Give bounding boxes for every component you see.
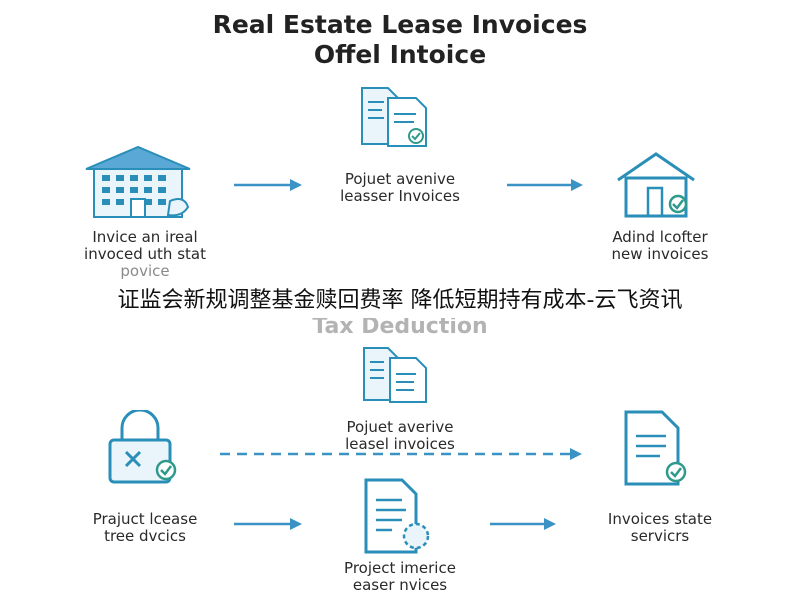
document-check-icon <box>624 410 687 486</box>
label-line: leasel invoices <box>345 435 455 453</box>
label-line: invoced uth stat <box>84 245 206 263</box>
overlay-banner: 证监会新规调整基金赎回费率 降低短期持有成本-云飞资讯 <box>0 284 800 318</box>
label-line: Project imerice <box>344 559 456 577</box>
label-line: Pojuet averive <box>346 418 454 436</box>
house-icon <box>617 152 695 218</box>
arrow-right-icon <box>490 518 556 530</box>
document-stamp-icon <box>364 478 430 554</box>
documents-icon <box>361 87 427 147</box>
building-label: Invice an ireal invoced uth stat povice <box>60 229 230 280</box>
label-line: new invoices <box>611 245 709 263</box>
label-line: povice <box>120 262 170 280</box>
arrow-right-icon <box>234 179 302 191</box>
label-line: leasser Invoices <box>340 187 460 205</box>
page-subtitle: Offel Intoice <box>313 40 487 69</box>
label-line: Adind lcofter <box>612 228 708 246</box>
documents-icon <box>363 347 427 403</box>
section-label: Tax Deduction <box>312 314 488 339</box>
label-line: easer nvices <box>352 576 448 594</box>
house-label: Adind lcofter new invoices <box>580 229 740 263</box>
label-line: tree dvcics <box>104 527 186 545</box>
padlock-icon <box>108 410 177 484</box>
arrow-right-icon <box>234 518 302 530</box>
building-icon <box>85 145 191 218</box>
page-title: Real Estate Lease Invoices <box>212 10 588 39</box>
center-bottom-label: Project imerice easer nvices <box>310 560 490 594</box>
label-line: Pojuet avenive <box>344 170 456 188</box>
label-line: servicrs <box>630 527 690 545</box>
padlock-label: Prajuct lcease tree dvcics <box>60 511 230 545</box>
dashed-arrow-icon <box>220 448 582 460</box>
document-check-label: Invoices state servicrs <box>575 511 745 545</box>
label-line: Prajuct lcease <box>92 510 198 528</box>
middle-top-label: Pojuet avenive leasser Invoices <box>310 171 490 205</box>
label-line: Invice an ireal <box>92 228 198 246</box>
label-line: Invoices state <box>607 510 713 528</box>
center-top-label: Pojuet averive leasel invoices <box>310 419 490 453</box>
arrow-right-icon <box>507 179 583 191</box>
